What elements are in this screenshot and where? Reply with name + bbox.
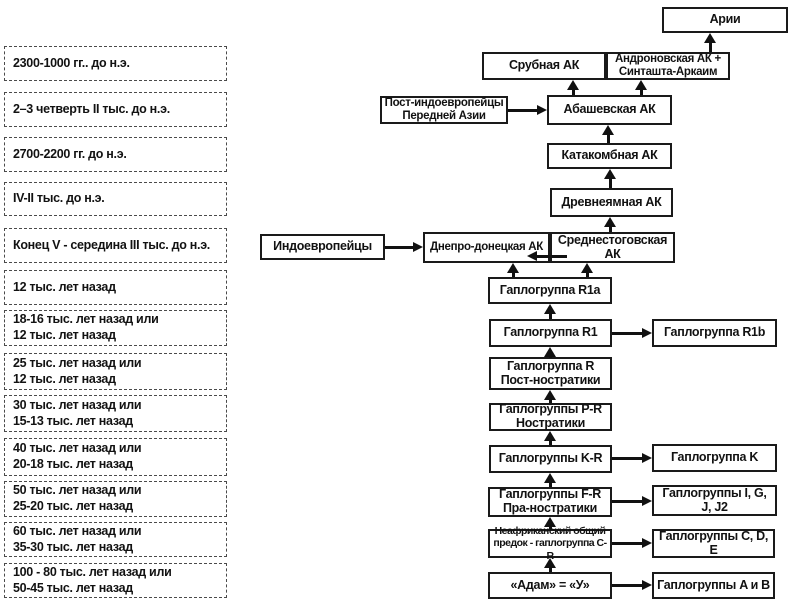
- arrow-drevneyamnaya-to-katakombnaya: [604, 169, 616, 188]
- arrow-andronovskaya-to-arii: [704, 33, 716, 52]
- arrow-kr-to-pr: [544, 431, 556, 445]
- arrow-r1a-to-srednestogovskaya: [581, 263, 593, 277]
- arrow-abashevskaya-to-srubnaya: [567, 80, 579, 95]
- node-katakombnaya-ak: Катакомбная АК: [547, 143, 672, 169]
- node-adam: «Адам» = «У»: [488, 572, 612, 599]
- node-srubnaya-ak: Срубная АК: [482, 52, 606, 80]
- arrow-neafrican-to-cde: [612, 537, 652, 549]
- arrow-fr-to-igj: [612, 495, 652, 507]
- arrow-adam-to-neafrican: [544, 558, 556, 572]
- node-gaplogruppy-c-d-e: Гаплогруппы C, D, E: [652, 529, 775, 558]
- node-gaplogruppy-f-r-pra-nostratiki: Гаплогруппы F-R Пра-ностратики: [488, 487, 612, 517]
- node-neafrikansky-obshchy-predok: Неафриканский общий предок - гаплогруппа…: [488, 525, 612, 562]
- node-gaplogruppa-r1: Гаплогруппа R1: [489, 319, 612, 347]
- timeline-item: 2700-2200 гг. до н.э.: [4, 137, 227, 172]
- node-gaplogruppa-r1a: Гаплогруппа R1a: [488, 277, 612, 304]
- arrow-katakombnaya-to-abashevskaya: [602, 125, 614, 143]
- timeline-item: 18-16 тыс. лет назад или 12 тыс. лет наз…: [4, 310, 227, 346]
- arrow-pr-to-r: [544, 390, 556, 403]
- node-gaplogruppa-r1b: Гаплогруппа R1b: [652, 319, 777, 347]
- node-gaplogruppy-k-r: Гаплогруппы K-R: [489, 445, 612, 473]
- timeline-item: 40 тыс. лет назад или 20-18 тыс. лет наз…: [4, 438, 227, 476]
- arrow-r-to-r1: [544, 347, 556, 358]
- arrow-abashevskaya-to-andronovskaya: [635, 80, 647, 95]
- node-gaplogruppa-r-post-nostratiki: Гаплогруппа R Пост-ностратики: [489, 357, 612, 390]
- timeline-item: 25 тыс. лет назад или 12 тыс. лет назад: [4, 353, 227, 390]
- arrow-fr-to-kr: [544, 473, 556, 487]
- arrow-r1-to-r1a: [544, 304, 556, 319]
- node-andronovskaya-ak: Андроновская АК + Синташта-Аркаим: [606, 52, 730, 80]
- node-dnepro-donetskaya-ak: Днепро-донецкая АК: [423, 232, 550, 263]
- timeline-item: 60 тыс. лет назад или 35-30 тыс. лет наз…: [4, 522, 227, 557]
- arrow-srednestogovskaya-to-dnepro: [527, 250, 567, 262]
- timeline-item: 50 тыс. лет назад или 25-20 тыс. лет наз…: [4, 481, 227, 517]
- arrow-r1a-to-dnepro-donetskaya: [507, 263, 519, 277]
- node-drevneyamnaya-ak: Древнеямная АК: [550, 188, 673, 217]
- timeline-item: 2300-1000 гг.. до н.э.: [4, 46, 227, 81]
- node-srednestogovskaya-ak: Среднестоговская АК: [550, 232, 675, 263]
- node-gaplogruppa-k: Гаплогруппа K: [652, 444, 777, 472]
- node-gaplogruppy-a-i-b: Гаплогруппы A и B: [652, 572, 775, 599]
- arrow-neafrican-to-fr: [544, 517, 556, 529]
- node-gaplogruppy-p-r-nostratiki: Гаплогруппы P-R Ностратики: [489, 402, 612, 431]
- arrow-adam-to-ab: [612, 579, 652, 591]
- node-indoevropeitsy: Индоевропейцы: [260, 234, 385, 260]
- timeline-item: IV-II тыс. до н.э.: [4, 182, 227, 216]
- timeline-item: Конец V - середина III тыс. до н.э.: [4, 228, 227, 263]
- timeline-item: 12 тыс. лет назад: [4, 270, 227, 305]
- node-gaplogruppy-i-g-j-j2: Гаплогруппы I, G, J, J2: [652, 485, 777, 516]
- arrow-post-indo-to-abashevskaya: [508, 104, 547, 116]
- arrow-kr-to-k: [612, 452, 652, 464]
- node-post-indoevropeitsy: Пост-индоевропейцы Передней Азии: [380, 96, 508, 124]
- timeline-item: 2–3 четверть II тыс. до н.э.: [4, 92, 227, 127]
- arrow-srednestogovskaya-to-drevneyamnaya: [604, 217, 616, 232]
- timeline-item: 100 - 80 тыс. лет назад или 50-45 тыс. л…: [4, 563, 227, 598]
- node-arii: Арии: [662, 7, 788, 33]
- arrow-indoevropeitsy-to-dnepro: [385, 241, 423, 253]
- timeline-item: 30 тыс. лет назад или 15-13 тыс. лет наз…: [4, 395, 227, 432]
- arrow-r1-to-r1b: [612, 327, 652, 339]
- node-abashevskaya-ak: Абашевская АК: [547, 95, 672, 125]
